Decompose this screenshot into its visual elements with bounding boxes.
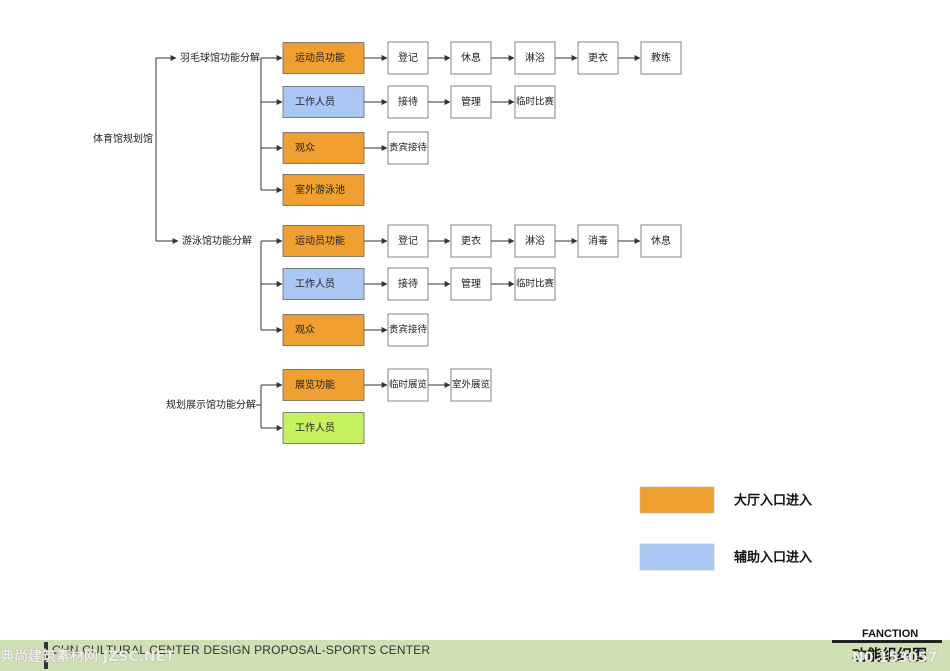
function-node-label: 展览功能: [295, 378, 335, 391]
step-node: [387, 368, 429, 402]
function-node: [282, 412, 365, 444]
step-node-label: 淋浴: [525, 51, 545, 64]
project-title: CHN CULTURAL CENTER DESIGN PROPOSAL-SPOR…: [52, 643, 431, 657]
legend-label: 辅助入口进入: [734, 550, 812, 566]
function-node: [282, 174, 365, 206]
step-node: [387, 131, 429, 165]
step-node-label: 临时展览: [389, 379, 427, 391]
step-node: [514, 41, 556, 75]
function-node: [282, 369, 365, 401]
diagram-nodes: 体育馆规划馆羽毛球馆功能分解运动员功能登记休息淋浴更衣教练工作人员接待管理临时比…: [93, 41, 682, 444]
step-node-label: 登记: [398, 51, 418, 64]
section-underline: [832, 640, 942, 643]
step-node: [577, 224, 619, 258]
function-node-label: 室外游泳池: [295, 183, 345, 196]
step-node: [514, 85, 556, 119]
step-node-label: 淋浴: [525, 234, 545, 247]
step-node-label: 管理: [461, 95, 481, 108]
step-node-label: 休息: [651, 234, 671, 247]
function-node-label: 运动员功能: [295, 51, 345, 64]
legend-swatch: [639, 543, 715, 571]
step-node: [640, 224, 682, 258]
step-node-label: 登记: [398, 234, 418, 247]
step-node: [387, 313, 429, 347]
step-node: [387, 224, 429, 258]
function-organization-diagram: 体育馆规划馆羽毛球馆功能分解运动员功能登记休息淋浴更衣教练工作人员接待管理临时比…: [93, 41, 812, 571]
footer-accent-mark: [44, 642, 48, 669]
function-node-label: 观众: [295, 324, 315, 336]
legend-label: 大厅入口进入: [734, 493, 812, 509]
step-node: [450, 267, 492, 301]
root-label: 体育馆规划馆: [93, 132, 153, 145]
step-node: [450, 41, 492, 75]
legend-swatch: [639, 486, 715, 514]
footer-bar: [0, 640, 950, 671]
step-node-label: 管理: [461, 277, 481, 290]
function-node-label: 工作人员: [295, 422, 335, 434]
section-title-en: FANCTION: [862, 628, 919, 640]
step-node-label: 贵宾接待: [389, 324, 428, 336]
function-node: [282, 42, 365, 74]
function-node: [282, 132, 365, 164]
step-node: [514, 224, 556, 258]
function-node: [282, 314, 365, 346]
function-node: [282, 225, 365, 257]
step-node-label: 更衣: [461, 234, 481, 247]
step-node: [387, 85, 429, 119]
step-node: [387, 267, 429, 301]
step-node-label: 更衣: [588, 51, 608, 64]
function-node: [282, 86, 365, 118]
group-label: 规划展示馆功能分解: [166, 398, 256, 411]
step-node: [450, 224, 492, 258]
function-node-label: 观众: [295, 142, 315, 154]
function-node-label: 运动员功能: [295, 234, 345, 247]
step-node-label: 接待: [398, 277, 418, 290]
section-title-cn: 功能组织图: [852, 646, 928, 664]
connector-lines: [155, 55, 641, 431]
group-label: 羽毛球馆功能分解: [180, 51, 260, 64]
step-node-label: 消毒: [588, 234, 608, 247]
function-node: [282, 268, 365, 300]
watermark-text: 典尚建筑素材网 JZSC.NET: [0, 649, 175, 665]
image-id-code: N0.153057: [852, 650, 938, 666]
step-node-label: 贵宾接待: [389, 142, 428, 154]
step-node-label: 教练: [651, 51, 671, 64]
step-node-label: 室外展览: [452, 379, 490, 391]
step-node-label: 接待: [398, 95, 418, 108]
step-node: [577, 41, 619, 75]
step-node: [387, 41, 429, 75]
step-node: [450, 368, 492, 402]
step-node: [450, 85, 492, 119]
step-node: [514, 267, 556, 301]
step-node: [640, 41, 682, 75]
step-node-label: 临时比赛: [516, 278, 555, 290]
group-label: 游泳馆功能分解: [182, 234, 252, 247]
step-node-label: 临时比赛: [516, 96, 555, 108]
function-node-label: 工作人员: [295, 96, 335, 108]
function-node-label: 工作人员: [295, 278, 335, 290]
step-node-label: 休息: [461, 51, 481, 64]
